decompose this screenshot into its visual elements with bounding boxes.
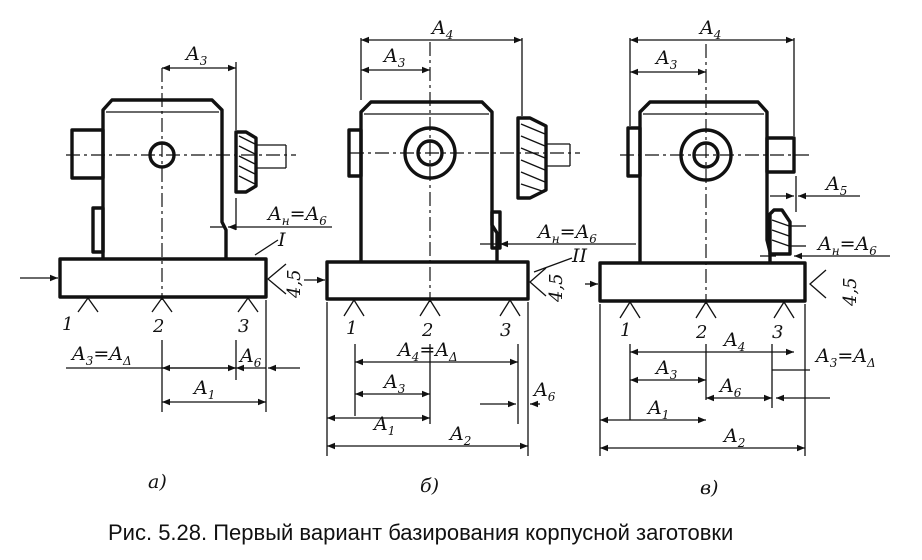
a1-label: A1 (192, 377, 215, 402)
housing-a (58, 68, 296, 300)
support-label-3: 3 (500, 320, 511, 341)
panel-label-b: б) (420, 475, 439, 497)
supports-c: 1 2 3 (619, 300, 795, 343)
support-label-3: 3 (238, 316, 249, 337)
panel-a: 1 2 3 4,5 I A3 Aн=A6 A3=AΔ A6 A1 а (20, 43, 332, 493)
a3-eq-ad-label: A3=AΔ (814, 345, 876, 370)
a6-label: A6 (238, 345, 262, 370)
roughness-mark-c (809, 269, 827, 299)
roughness-mark-b (529, 267, 547, 297)
roughness-value: 4,5 (284, 269, 305, 299)
support-label-2: 2 (152, 316, 164, 337)
a3-label: A3 (654, 357, 678, 382)
an-eq-a6-label: Aн=A6 (266, 203, 327, 228)
a4-label: A4 (722, 329, 745, 354)
panel-label-c: в) (700, 477, 718, 499)
panel-c: 1 2 3 4,5 A4 A3 A5 Aн=A6 A4 (585, 17, 890, 499)
surface-label: I (277, 229, 286, 251)
a2-label: A2 (722, 425, 745, 450)
a4-eq-ad-label: A4=AΔ (396, 339, 458, 364)
roughness-value: 4,5 (546, 273, 567, 303)
a3-top-label: A3 (654, 47, 678, 72)
roughness-mark-a (266, 263, 287, 295)
surface-label: II (571, 245, 588, 267)
an-eq-a6-label: Aн=A6 (816, 233, 877, 258)
a3-top-label: A3 (184, 43, 208, 68)
supports-b: 1 2 3 (343, 298, 521, 341)
a6-label: A6 (718, 375, 742, 400)
support-label-2: 2 (695, 322, 707, 343)
a6-label: A6 (532, 379, 556, 404)
support-label-1: 1 (62, 314, 73, 335)
housing-c (598, 44, 812, 304)
a4-top-label: A4 (698, 17, 721, 42)
housing-b (325, 42, 580, 302)
a1-label: A1 (372, 413, 395, 438)
a4-top-label: A4 (430, 17, 453, 42)
a1-label: A1 (646, 397, 669, 422)
figure-caption: Рис. 5.28. Первый вариант базирования ко… (108, 520, 733, 545)
roughness-value: 4,5 (840, 277, 861, 307)
an-eq-a6-label: Aн=A6 (536, 221, 597, 246)
supports-a: 1 2 3 (62, 296, 259, 337)
a2-label: A2 (448, 423, 471, 448)
a3-eq-ad-label: A3=AΔ (70, 343, 132, 368)
support-label-1: 1 (346, 318, 357, 339)
support-label-3: 3 (772, 322, 783, 343)
support-label-1: 1 (620, 320, 631, 341)
a3-label: A3 (382, 371, 406, 396)
support-label-2: 2 (421, 320, 433, 341)
a5-label: A5 (824, 173, 847, 198)
a3-top-label: A3 (382, 45, 406, 70)
panel-b: 1 2 3 4,5 II A4 A3 Aн=A6 A4=AΔ A3 (304, 17, 636, 497)
panel-label-a: а) (148, 471, 167, 493)
